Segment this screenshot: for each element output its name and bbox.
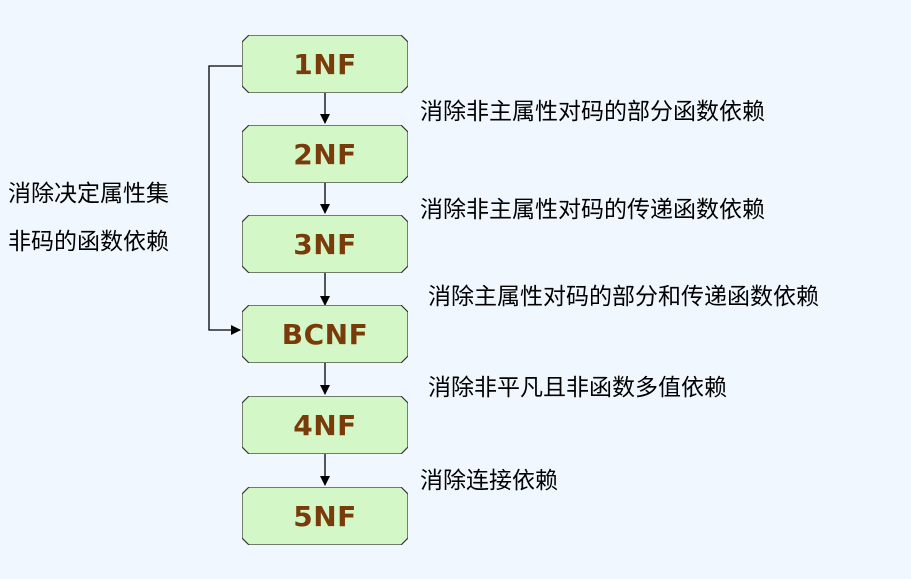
- nf-label: BCNF: [281, 317, 369, 351]
- nf-box-shape: [242, 215, 408, 273]
- nf-box-2nf: 2NF: [242, 125, 408, 183]
- nf-box-1nf: 1NF: [242, 35, 408, 93]
- nf-box-bcnf: BCNF: [242, 305, 408, 363]
- bypass-label-line-2: 非码的函数依赖: [8, 229, 169, 255]
- transition-text-bcnf-4nf: 消除非平凡且非函数多值依赖: [428, 375, 727, 401]
- nf-label: 1NF: [293, 47, 357, 81]
- bypass-arrow-1nf-bcnf: [208, 65, 242, 335]
- nf-box-shape: [242, 35, 408, 93]
- nf-box-shape: [242, 487, 408, 545]
- nf-box-5nf: 5NF: [242, 487, 408, 545]
- nf-box-shape: [242, 305, 408, 363]
- nf-box-shape: [242, 125, 408, 183]
- bypass-label-line-1: 消除决定属性集: [8, 181, 169, 207]
- nf-box-4nf: 4NF: [242, 396, 408, 454]
- nf-box-3nf: 3NF: [242, 215, 408, 273]
- nf-label: 3NF: [293, 227, 357, 261]
- transition-text-2nf-3nf: 消除非主属性对码的传递函数依赖: [420, 197, 765, 223]
- transition-text-4nf-5nf: 消除连接依赖: [420, 468, 558, 494]
- nf-label: 5NF: [293, 499, 357, 533]
- nf-label: 2NF: [293, 137, 357, 171]
- transition-text-1nf-2nf: 消除非主属性对码的部分函数依赖: [420, 99, 765, 125]
- nf-box-shape: [242, 396, 408, 454]
- transition-text-3nf-bcnf: 消除主属性对码的部分和传递函数依赖: [428, 284, 819, 310]
- nf-label: 4NF: [293, 408, 357, 442]
